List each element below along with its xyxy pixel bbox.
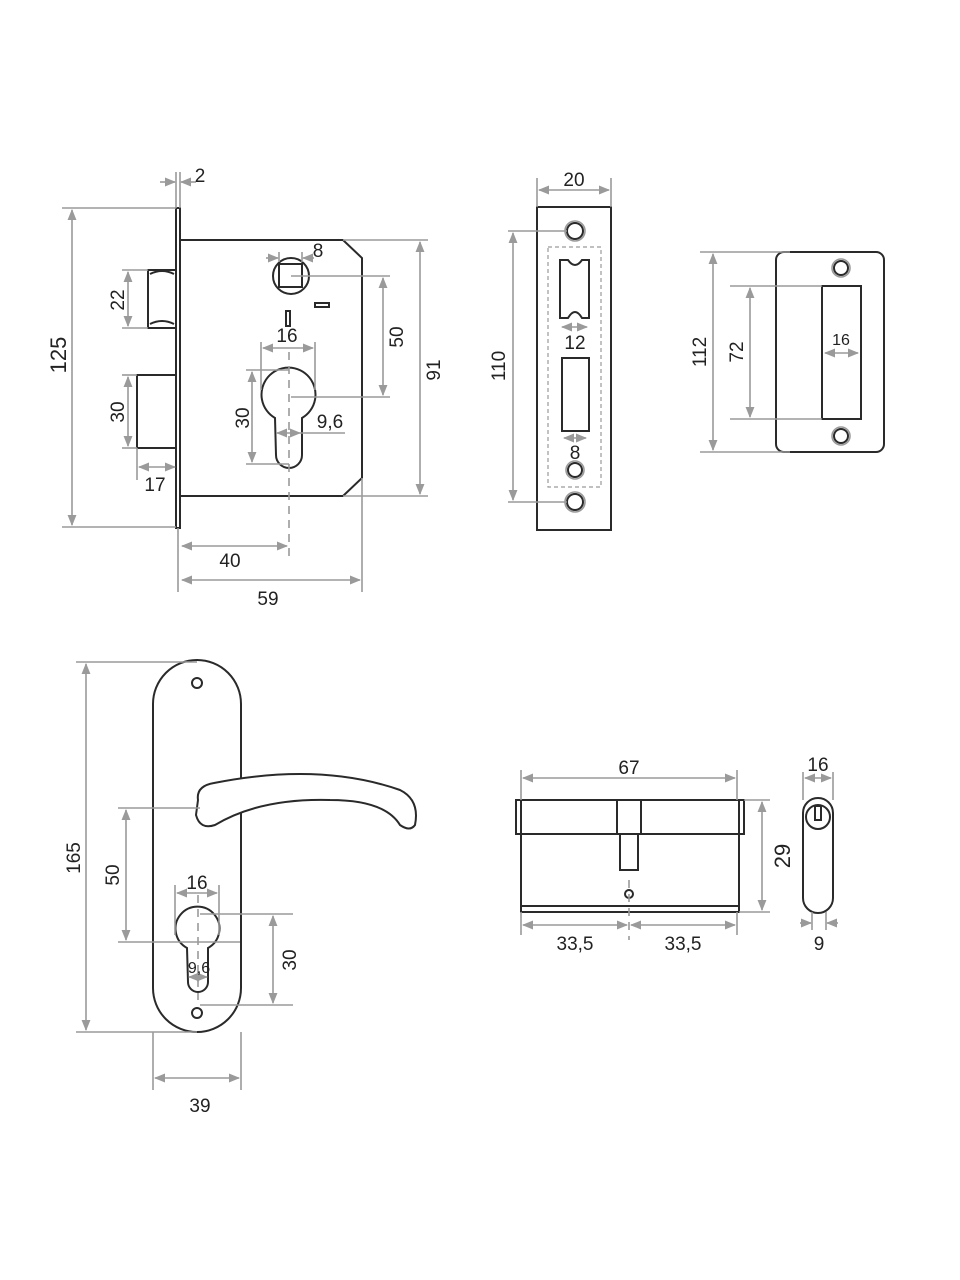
lever bbox=[194, 773, 417, 830]
dim-handle-cylinder-width: 16 bbox=[186, 873, 207, 894]
dim-latch-height: 22 bbox=[108, 289, 129, 310]
strike-box bbox=[775, 251, 885, 453]
dim-handle-cylinder-slot-width: 9,6 bbox=[188, 960, 210, 977]
dim-handle-plate-width: 39 bbox=[189, 1096, 210, 1117]
dim-handle-cylinder-hole-height: 30 bbox=[280, 949, 301, 970]
dim-body-height: 91 bbox=[424, 359, 445, 380]
dim-faceplate-thickness: 2 bbox=[195, 166, 206, 187]
screw-hole-icon bbox=[564, 491, 586, 513]
dim-strike-box-opening-height: 72 bbox=[727, 341, 748, 362]
dead-bolt bbox=[136, 374, 177, 449]
dim-profile-width: 16 bbox=[807, 755, 828, 776]
cam-slot bbox=[619, 833, 639, 871]
cylinder-dimensions: 67 29 33,5 33,5 bbox=[520, 758, 795, 955]
dim-profile-bottom-width: 9 bbox=[814, 934, 825, 955]
dim-body-depth: 59 bbox=[257, 589, 278, 610]
dim-cylinder-half-left: 33,5 bbox=[557, 934, 594, 955]
latch-bolt bbox=[147, 269, 177, 329]
mortise-lock-body bbox=[136, 207, 363, 560]
screw-hole-icon bbox=[564, 220, 586, 242]
cam bbox=[616, 799, 642, 835]
dim-bolt-throw: 17 bbox=[144, 475, 165, 496]
dim-latch-opening: 12 bbox=[564, 333, 585, 354]
screw-hole-icon bbox=[191, 677, 203, 689]
strike-box-opening bbox=[821, 285, 862, 420]
dim-cylinder-half-right: 33,5 bbox=[665, 934, 702, 955]
dim-cylinder-hole-height: 30 bbox=[233, 407, 254, 428]
cylinder-profile: 16 9 bbox=[800, 755, 838, 955]
dim-lever-to-cylinder: 50 bbox=[103, 864, 124, 885]
strike-plate bbox=[536, 206, 612, 531]
mortise-lock-dimensions: 2 125 22 30 17 8 16 50 91 bbox=[46, 166, 445, 610]
cylinder-body bbox=[520, 799, 740, 913]
dim-cylinder-height: 29 bbox=[770, 844, 795, 868]
slot bbox=[285, 310, 291, 327]
screw-hole-icon bbox=[191, 1007, 203, 1019]
handle-dimensions: 165 50 16 30 9,6 39 bbox=[64, 661, 301, 1117]
dim-cylinder-length: 67 bbox=[618, 758, 639, 779]
screw-hole-icon bbox=[831, 258, 851, 278]
latch-opening bbox=[559, 259, 590, 319]
screw-hole-icon bbox=[831, 426, 851, 446]
dim-handle-plate-height: 165 bbox=[64, 842, 85, 874]
strike-plate-dimensions: 20 110 12 8 bbox=[489, 170, 612, 503]
euro-cylinder bbox=[515, 799, 745, 940]
strike-box-dimensions: 112 72 16 bbox=[690, 251, 860, 453]
dim-cylinder-slot-width: 9,6 bbox=[317, 412, 343, 433]
faceplate bbox=[175, 207, 181, 529]
door-handle bbox=[152, 659, 417, 1033]
dim-strike-box-opening-width: 16 bbox=[832, 332, 850, 349]
dim-hole-spacing: 110 bbox=[489, 351, 510, 381]
dim-strike-box-height: 112 bbox=[690, 337, 711, 367]
dim-faceplate-height: 125 bbox=[46, 337, 71, 374]
bolt-opening bbox=[561, 357, 590, 432]
dim-spindle-square: 8 bbox=[313, 241, 324, 262]
screw-hole-icon bbox=[565, 460, 585, 480]
dim-strike-width: 20 bbox=[563, 170, 584, 191]
dim-backset: 40 bbox=[219, 551, 240, 572]
dim-bolt-opening: 8 bbox=[570, 443, 581, 464]
lock-case bbox=[180, 239, 363, 497]
dim-bolt-height: 30 bbox=[108, 401, 129, 422]
dim-cylinder-width: 16 bbox=[276, 326, 297, 347]
slot bbox=[314, 302, 330, 308]
dim-spindle-to-cylinder: 50 bbox=[387, 326, 408, 347]
